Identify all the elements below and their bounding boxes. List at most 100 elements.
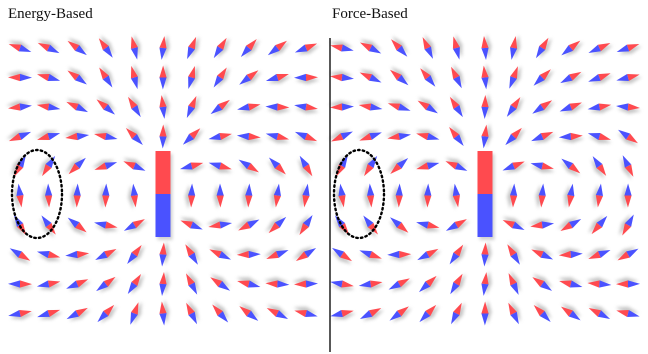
compass-needle <box>416 221 441 232</box>
compass-needle <box>508 300 521 325</box>
compass-needle <box>451 64 464 89</box>
compass-needle <box>270 183 281 209</box>
compass-needle <box>417 248 442 263</box>
compass-needle <box>449 94 465 118</box>
compass-needle <box>36 70 61 81</box>
compass-needle <box>182 128 204 146</box>
compass-needle <box>328 100 354 111</box>
compass-needle <box>387 99 411 111</box>
compass-needle <box>265 215 287 234</box>
compass-needle <box>208 132 235 143</box>
panel-force-based <box>328 34 642 326</box>
compass-needle <box>533 69 555 87</box>
compass-needle <box>210 273 231 291</box>
compass-needle <box>238 159 259 176</box>
compass-needle <box>127 183 138 210</box>
compass-needle <box>532 273 553 291</box>
compass-needle <box>481 93 492 119</box>
compass-needle <box>65 156 86 175</box>
compass-needle <box>95 248 120 263</box>
compass-needle <box>299 183 310 209</box>
compass-needle <box>236 277 261 288</box>
compass-needle <box>206 218 233 229</box>
compass-needle <box>264 277 290 288</box>
compass-needle <box>235 217 260 231</box>
compass-needle <box>180 217 203 230</box>
compass-needle <box>420 65 437 87</box>
compass-needle <box>296 214 313 236</box>
compass-needle <box>159 241 170 267</box>
compass-needle <box>98 35 115 58</box>
compass-needle <box>560 71 585 86</box>
compass-needle <box>39 215 56 238</box>
compass-needle <box>360 155 378 177</box>
magnet-north-pole <box>477 151 493 194</box>
compass-needle <box>159 299 170 326</box>
compass-needle <box>66 279 91 291</box>
magnet-south-pole <box>477 194 493 237</box>
compass-needle <box>528 218 555 229</box>
compass-needle <box>127 244 145 265</box>
compass-needle <box>502 161 528 173</box>
compass-needle <box>329 41 354 52</box>
compass-needle <box>184 183 196 209</box>
compass-needle <box>507 241 522 265</box>
compass-needle <box>66 307 91 322</box>
compass-needle <box>332 155 348 177</box>
compass-needle <box>330 280 355 291</box>
compass-needle <box>588 43 613 56</box>
compass-needle <box>159 34 170 60</box>
compass-needle <box>558 277 583 288</box>
compass-needle <box>389 66 410 86</box>
compass-needle <box>617 129 638 147</box>
compass-needle <box>616 103 642 114</box>
compass-needle <box>213 37 230 59</box>
compass-needle <box>591 156 607 179</box>
compass-needle <box>391 36 409 57</box>
compass-needle <box>533 301 552 323</box>
highlight-ellipse <box>332 148 386 240</box>
bar-magnet <box>477 151 495 240</box>
compass-needle <box>359 307 384 321</box>
compass-needle <box>128 93 143 118</box>
compass-needle <box>564 183 575 209</box>
compass-needle <box>186 95 200 119</box>
compass-needle <box>449 123 466 147</box>
compass-needle <box>42 183 53 210</box>
magnet-north-pole <box>155 151 171 194</box>
compass-needle <box>159 270 170 296</box>
compass-needle <box>449 244 467 265</box>
compass-needle <box>292 277 318 288</box>
compass-needle <box>6 70 32 82</box>
compass-needle <box>585 247 611 260</box>
compass-needle <box>209 245 232 260</box>
compass-needle <box>35 100 61 111</box>
compass-needle <box>266 304 289 320</box>
compass-needle <box>588 215 608 235</box>
compass-needle <box>481 300 492 326</box>
compass-needle <box>10 155 26 177</box>
compass-needle <box>8 309 34 320</box>
compass-needle <box>445 219 470 233</box>
compass-needle <box>6 100 32 111</box>
compass-needle <box>422 34 436 59</box>
compass-needle <box>450 183 460 210</box>
compass-needle <box>387 156 409 174</box>
compass-needle <box>123 219 148 233</box>
compass-needle <box>213 183 224 210</box>
compass-needle <box>130 34 141 60</box>
compass-needle <box>96 96 116 115</box>
compass-needle <box>387 250 413 262</box>
compass-needle <box>265 133 290 144</box>
compass-needle <box>294 73 320 85</box>
compass-needle <box>389 306 412 323</box>
compass-needle <box>65 250 91 261</box>
compass-needle <box>265 74 292 84</box>
compass-needle <box>159 123 170 149</box>
compass-needle <box>531 246 554 260</box>
compass-needle <box>506 183 518 209</box>
compass-needle <box>451 302 466 325</box>
compass-needle <box>616 43 642 55</box>
compass-needle <box>510 35 521 60</box>
